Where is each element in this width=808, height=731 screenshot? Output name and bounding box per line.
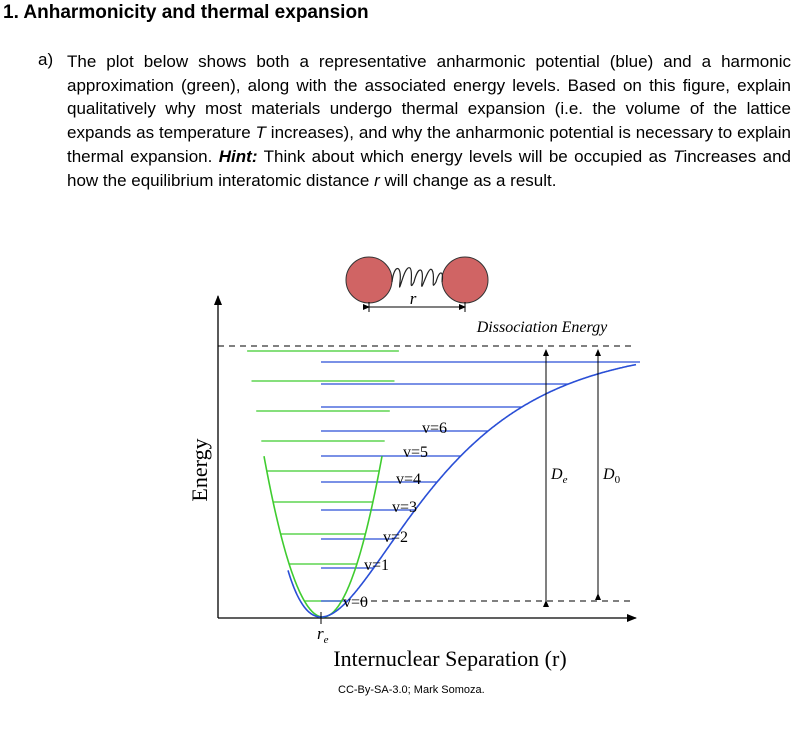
variable-T-2: T bbox=[673, 146, 684, 166]
molecule-r-label: r bbox=[410, 289, 417, 308]
spring-icon bbox=[391, 267, 444, 288]
question-letter: a) bbox=[38, 50, 54, 69]
level-label-2: v=2 bbox=[383, 529, 408, 546]
image-credit: CC-By-SA-3.0; Mark Somoza. bbox=[338, 684, 485, 696]
question-text-part-3: Think about which energy levels will be … bbox=[257, 146, 674, 166]
y-axis-label: Energy bbox=[187, 438, 212, 501]
atom-left bbox=[345, 256, 393, 304]
question-text-part-1: The plot below shows both a representati… bbox=[67, 52, 791, 143]
dissociation-label: Dissociation Energy bbox=[476, 319, 608, 336]
variable-r: r bbox=[374, 170, 380, 190]
energy-levels bbox=[247, 350, 640, 602]
level-label-4: v=4 bbox=[396, 471, 421, 488]
section-heading: 1. Anharmonicity and thermal expansion bbox=[3, 2, 369, 23]
atom-right bbox=[441, 256, 489, 304]
re-label: re bbox=[317, 624, 329, 646]
question-text-part-4: increases and how the equilibrium intera… bbox=[67, 146, 791, 190]
question-text-part-2: increases), and why the anharmonic poten… bbox=[67, 123, 791, 166]
question-text-part-5: will change as a result. bbox=[379, 170, 557, 190]
harmonic-potential-curve bbox=[263, 456, 383, 618]
D0-label: D0 bbox=[602, 466, 621, 486]
level-label-5: v=5 bbox=[403, 444, 428, 461]
level-labels: v=0 v=1 v=2 v=3 v=4 v=5 v=6 bbox=[343, 420, 447, 611]
level-label-6: v=6 bbox=[422, 420, 447, 437]
variable-T: T bbox=[255, 123, 266, 143]
diatomic-molecule-icon: r bbox=[345, 256, 489, 312]
level-label-0: v=0 bbox=[343, 594, 368, 611]
hint-label: Hint: bbox=[218, 146, 258, 166]
De-label: De bbox=[550, 466, 568, 486]
level-label-3: v=3 bbox=[392, 499, 417, 516]
question-text: The plot below shows both a representati… bbox=[67, 50, 791, 192]
anharmonic-potential-curve bbox=[287, 363, 637, 618]
level-label-1: v=1 bbox=[364, 557, 389, 574]
x-axis-label: Internuclear Separation (r) bbox=[333, 646, 566, 671]
